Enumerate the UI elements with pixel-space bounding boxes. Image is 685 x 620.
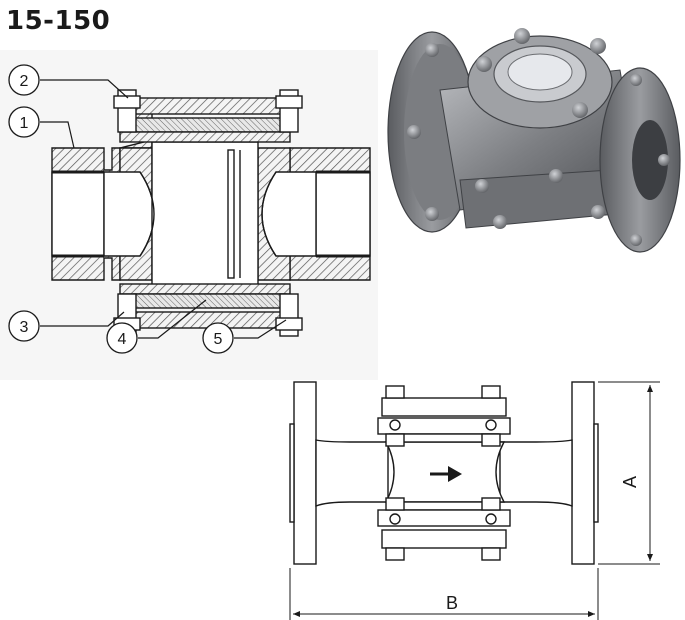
callout-4-label: 4 xyxy=(118,331,127,348)
view-chamber xyxy=(151,141,259,287)
left-flange xyxy=(293,381,317,565)
top-cover xyxy=(381,397,507,417)
callout-2: 2 xyxy=(8,64,40,96)
right-flange xyxy=(571,381,595,565)
front-elevation xyxy=(289,381,599,565)
callout-3-label: 3 xyxy=(20,319,29,336)
bottom-cover xyxy=(381,529,507,549)
right-bore xyxy=(315,171,371,257)
dimension-b xyxy=(289,568,599,620)
callout-2-label: 2 xyxy=(20,73,29,90)
sectional-view xyxy=(51,89,371,337)
bottom-glass xyxy=(133,293,287,309)
left-bore xyxy=(51,171,105,257)
callout-1: 1 xyxy=(8,106,40,138)
product-render xyxy=(387,28,681,253)
flow-arrow-icon xyxy=(430,466,462,482)
product-code-title: 15-150 xyxy=(6,6,111,36)
callout-4: 4 xyxy=(106,322,138,354)
body-center xyxy=(384,441,506,503)
dimension-b-label: B xyxy=(446,593,458,613)
dimension-a xyxy=(598,381,660,565)
top-cover-ring xyxy=(127,97,291,115)
callout-leaders xyxy=(40,79,287,339)
callout-1-label: 1 xyxy=(20,115,29,132)
top-glass xyxy=(133,117,287,133)
callout-3: 3 xyxy=(8,310,40,342)
dimension-a-label: A xyxy=(620,476,640,488)
indicator-plate xyxy=(227,149,235,279)
callout-5: 5 xyxy=(202,322,234,354)
callout-5-label: 5 xyxy=(214,331,223,348)
